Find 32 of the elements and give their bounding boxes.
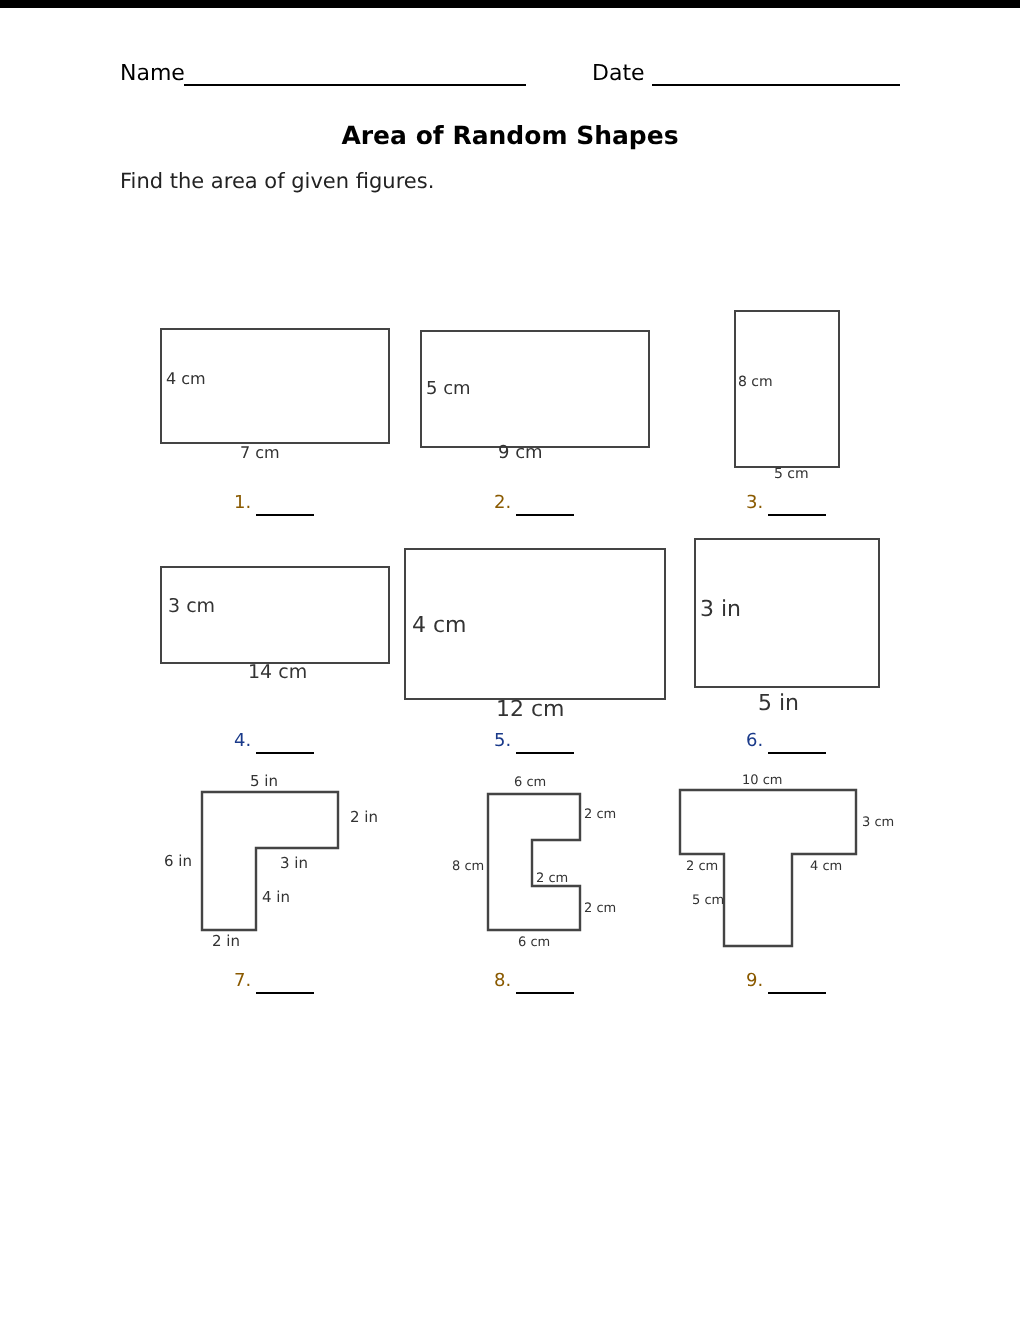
question-number: 8. <box>494 974 512 992</box>
question-number: 4. <box>234 734 252 752</box>
rectangle-figure <box>694 538 880 688</box>
composite-figure <box>200 790 340 932</box>
composite-figure <box>486 792 582 932</box>
rectangle-figure <box>734 310 840 468</box>
dimension-label: 12 cm <box>496 698 565 720</box>
dimension-label: 5 in <box>758 692 800 714</box>
question-number: 7. <box>234 974 252 992</box>
dimension-label: 9 cm <box>498 446 543 464</box>
composite-figure <box>678 788 858 948</box>
question-number: 6. <box>746 734 764 752</box>
dimension-label: 4 cm <box>412 614 467 636</box>
dimension-label: 7 cm <box>240 446 280 462</box>
rectangle-figure <box>404 548 666 700</box>
instruction-text: Find the area of given figures. <box>120 172 435 193</box>
dimension-label: 3 in <box>700 598 742 620</box>
dimension-label: 5 cm <box>426 382 471 400</box>
field-label: Name <box>120 62 185 84</box>
dimension-label: 3 cm <box>168 598 216 617</box>
field-label: Date <box>592 62 645 84</box>
dimension-label: 4 cm <box>166 372 206 388</box>
question-number: 9. <box>746 974 764 992</box>
rectangle-figure <box>420 330 650 448</box>
question-number: 3. <box>746 496 764 514</box>
question-number: 1. <box>234 496 252 514</box>
worksheet-title: Area of Random Shapes <box>339 124 681 149</box>
rectangle-figure <box>160 566 390 664</box>
rectangle-figure <box>160 328 390 444</box>
question-number: 2. <box>494 496 512 514</box>
dimension-label: 14 cm <box>248 664 308 683</box>
question-number: 5. <box>494 734 512 752</box>
